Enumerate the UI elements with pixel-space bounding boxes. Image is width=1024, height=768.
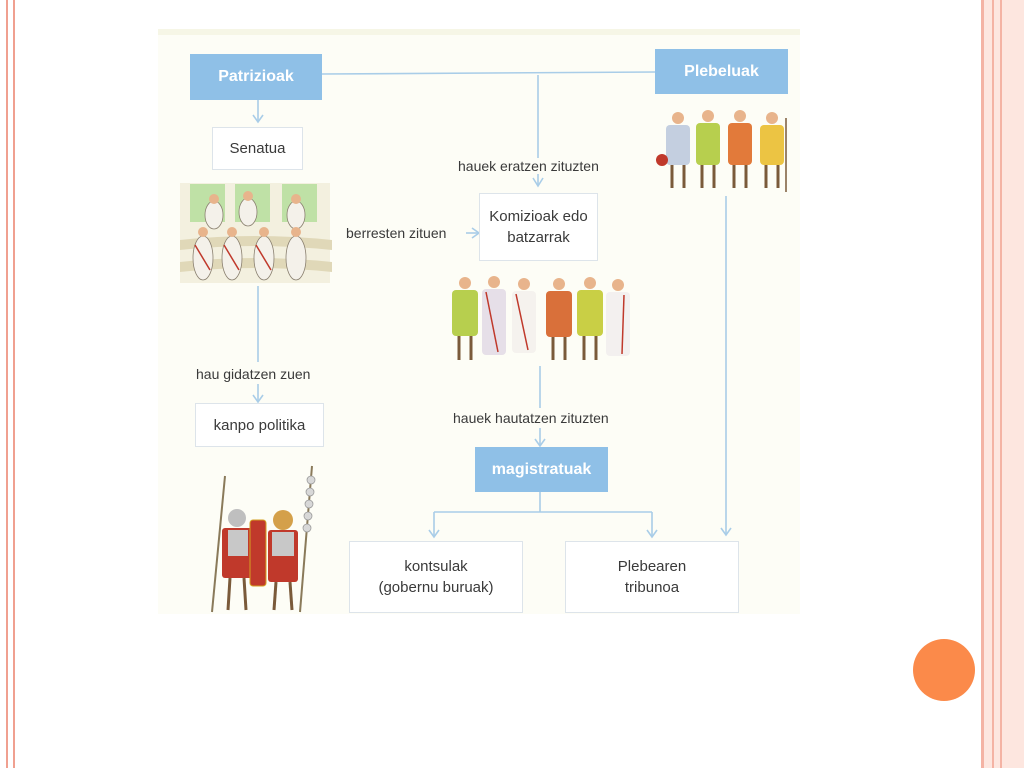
soldiers-illustration: [211, 465, 316, 613]
plebeians-illustration: [656, 110, 787, 192]
plebeluak-label: Plebeluak: [684, 62, 759, 80]
tribunoa-node: Plebearen tribunoa: [565, 541, 739, 613]
tribunoa-label-line2: tribunoa: [624, 579, 680, 596]
magistratuak-label: magistratuak: [491, 460, 592, 478]
patrizioak-node: Patrizioak: [190, 54, 322, 100]
slide-frame-right: [978, 0, 1024, 768]
patrizioak-label: Patrizioak: [218, 68, 294, 85]
senate-illustration: [180, 183, 332, 283]
kanpo-politika-node: kanpo politika: [195, 403, 324, 447]
edge-label-eratzen: hauek eratzen zituzten: [456, 158, 601, 174]
kanpo-politika-label: kanpo politika: [213, 416, 306, 434]
slide-frame-left: [6, 0, 15, 768]
magistratuak-node: magistratuak: [475, 447, 608, 492]
tribunoa-label-line1: Plebearen: [617, 558, 687, 575]
kontsulak-label-line1: kontsulak: [404, 558, 468, 575]
kontsulak-label-line2: (gobernu buruak): [378, 579, 494, 596]
komizioak-label-line2: batzarrak: [507, 229, 570, 246]
kontsulak-node: kontsulak (gobernu buruak): [349, 541, 523, 613]
senatua-node: Senatua: [212, 127, 303, 170]
plebeluak-node: Plebeluak: [655, 49, 788, 94]
assembly-illustration: [452, 276, 630, 360]
edge-label-berresten: berresten zituen: [344, 225, 449, 241]
edge-label-hautatzen: hauek hautatzen zituzten: [451, 410, 611, 426]
komizioak-node: Komizioak edo batzarrak: [479, 193, 598, 261]
komizioak-label-line1: Komizioak edo: [489, 208, 588, 225]
senatua-label: Senatua: [229, 140, 286, 157]
diagram-panel: [158, 29, 800, 614]
orange-circle-decoration: [913, 639, 975, 701]
edge-label-gidatzen: hau gidatzen zuen: [194, 366, 313, 382]
